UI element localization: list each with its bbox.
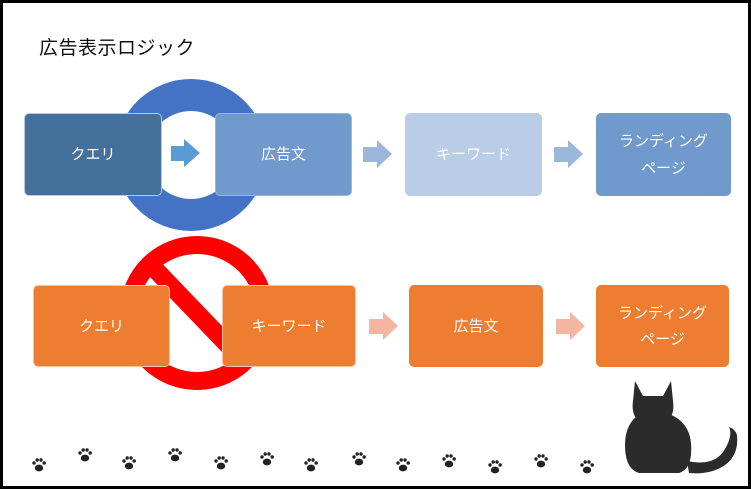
paw-print-icon <box>488 460 502 474</box>
row1-query-box: クエリ <box>24 113 162 196</box>
row2-query-label: クエリ <box>78 316 124 335</box>
paw-print-icon <box>580 460 594 474</box>
paw-print-icon <box>534 454 548 468</box>
row2-ad-label: 広告文 <box>453 316 499 335</box>
row1-ad-label: 広告文 <box>260 145 306 164</box>
row1-ad-box: 広告文 <box>215 113 352 196</box>
paw-prints <box>32 448 594 474</box>
paw-print-icon <box>122 456 136 470</box>
row2-keyword-label: キーワード <box>251 316 327 335</box>
row2-query-box: クエリ <box>33 285 170 367</box>
row1-landing-box: ランディング ページ <box>596 113 731 196</box>
paw-print-icon <box>168 448 182 462</box>
slide-title: 広告表示ロジック <box>39 37 196 59</box>
paw-print-icon <box>442 454 456 468</box>
paw-print-icon <box>260 452 274 466</box>
cat-layer <box>32 381 738 474</box>
row1-query-label: クエリ <box>70 145 116 164</box>
row2-ad-box: 広告文 <box>409 285 543 367</box>
row1-landing-label: ランディング ページ <box>619 132 708 177</box>
row2-landing-label: ランディング ページ <box>618 303 707 348</box>
paw-print-icon <box>304 458 318 472</box>
row2-landing-box: ランディング ページ <box>596 285 729 367</box>
row1-keyword-label: キーワード <box>435 145 511 164</box>
paw-print-icon <box>352 452 366 466</box>
row1-keyword-box: キーワード <box>405 113 542 196</box>
row2-keyword-box: キーワード <box>222 285 356 367</box>
paw-print-icon <box>32 458 46 472</box>
paw-print-icon <box>214 456 228 470</box>
cat-silhouette-icon <box>625 381 738 474</box>
paw-print-icon <box>396 458 410 472</box>
paw-print-icon <box>78 448 92 462</box>
